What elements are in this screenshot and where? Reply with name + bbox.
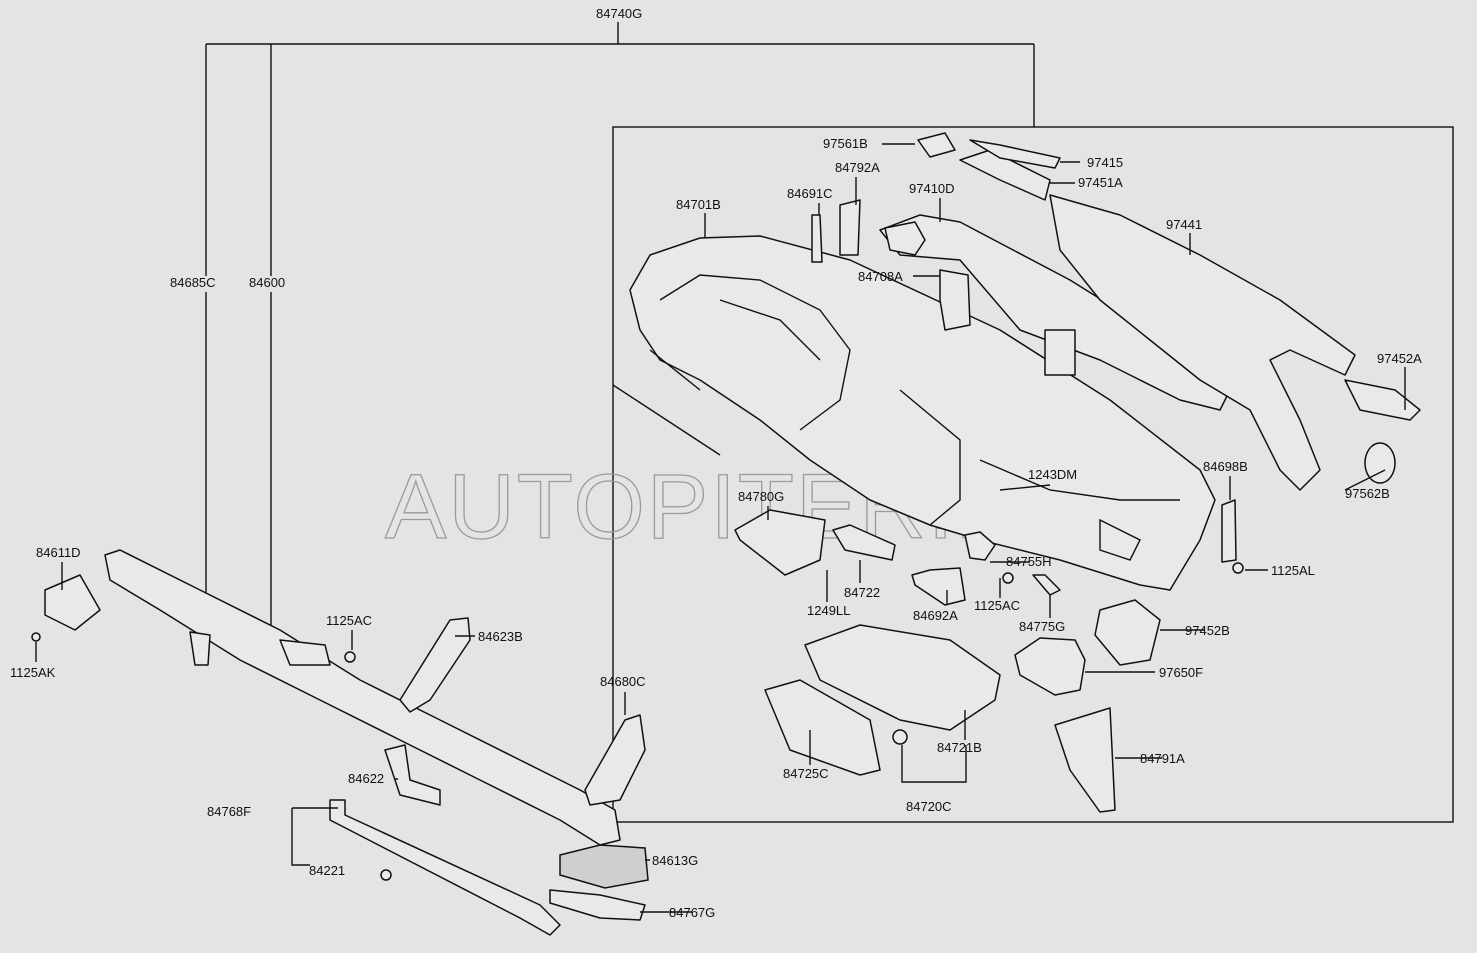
- label-1243DM: 1243DM: [1028, 467, 1077, 482]
- label-97451A: 97451A: [1078, 175, 1123, 190]
- label-84622: 84622: [348, 771, 384, 786]
- label-1125AC-left: 1125AC: [326, 613, 372, 628]
- label-97410D: 97410D: [909, 181, 955, 196]
- label-84623B: 84623B: [478, 629, 523, 644]
- label-84720C: 84720C: [906, 799, 952, 814]
- label-1125AC-right: 1125AC: [974, 598, 1020, 613]
- label-84725C: 84725C: [783, 766, 829, 781]
- label-1249LL: 1249LL: [807, 603, 850, 618]
- label-84767G: 84767G: [669, 905, 715, 920]
- label-84613G: 84613G: [652, 853, 698, 868]
- label-97441: 97441: [1166, 217, 1202, 232]
- label-84698B: 84698B: [1203, 459, 1248, 474]
- label-97562B: 97562B: [1345, 486, 1390, 501]
- label-84708A: 84708A: [858, 269, 903, 284]
- label-84685C: 84685C: [170, 275, 216, 290]
- label-84722: 84722: [844, 585, 880, 600]
- label-1125AK: 1125AK: [10, 665, 56, 680]
- air-ducts: [811, 132, 1421, 491]
- label-84611D: 84611D: [36, 545, 81, 560]
- label-84221: 84221: [309, 863, 345, 878]
- crash-pad-panel: [629, 235, 1216, 591]
- label-84740G: 84740G: [596, 6, 642, 21]
- label-97415: 97415: [1087, 155, 1123, 170]
- label-84600: 84600: [249, 275, 285, 290]
- leader-lines: [35, 143, 1406, 913]
- label-84701B: 84701B: [676, 197, 721, 212]
- label-84680C: 84680C: [600, 674, 646, 689]
- label-97561B: 97561B: [823, 136, 868, 151]
- label-84775G: 84775G: [1019, 619, 1065, 634]
- label-97650F: 97650F: [1159, 665, 1203, 680]
- label-84692A: 84692A: [913, 608, 958, 623]
- label-84755H: 84755H: [1006, 554, 1052, 569]
- label-84780G: 84780G: [738, 489, 784, 504]
- label-97452A: 97452A: [1377, 351, 1422, 366]
- label-84721B: 84721B: [937, 740, 982, 755]
- label-1125AL: 1125AL: [1271, 563, 1315, 578]
- label-84792A: 84792A: [835, 160, 880, 175]
- cross-member-parts: [31, 549, 649, 936]
- assembly-bracket: [205, 22, 1454, 823]
- label-84791A: 84791A: [1140, 751, 1185, 766]
- label-97452B: 97452B: [1185, 623, 1230, 638]
- label-84691C: 84691C: [787, 186, 833, 201]
- lower-components: [734, 499, 1244, 813]
- part-labels: 84740G 84685C 84600 97561B 97415 84792A …: [10, 6, 1422, 920]
- label-84768F: 84768F: [207, 804, 251, 819]
